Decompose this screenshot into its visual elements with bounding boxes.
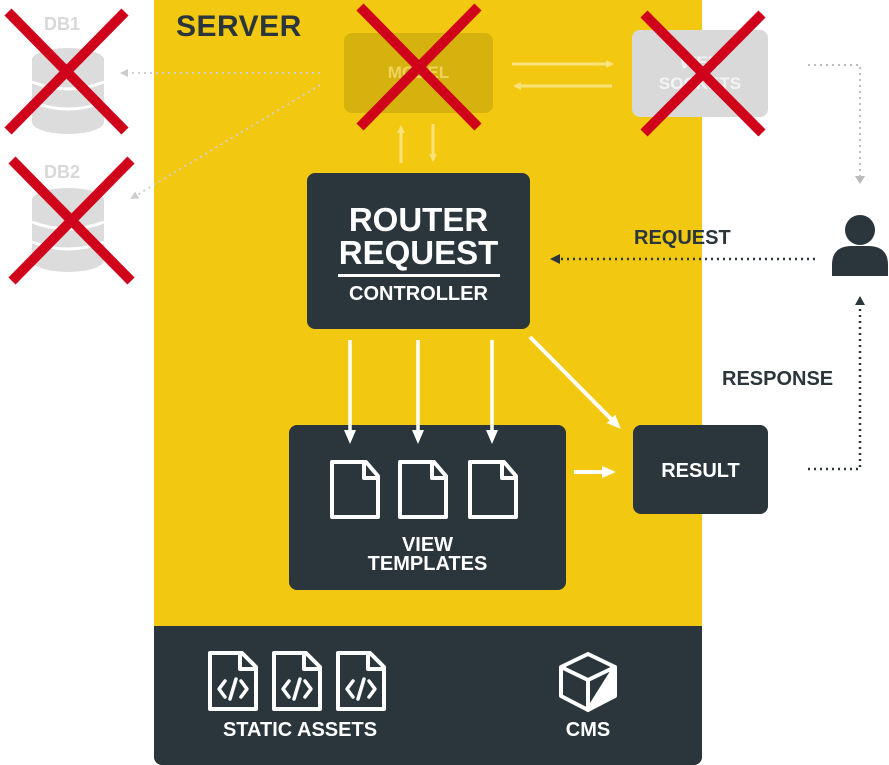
document-icon <box>330 460 380 519</box>
router-label: ROUTER <box>348 201 489 238</box>
response-edge-label: RESPONSE <box>722 368 834 390</box>
code-file-icon <box>336 651 386 711</box>
user-icon <box>832 215 888 276</box>
view-label: VIEW <box>401 534 454 556</box>
controller-to-result-arrow <box>528 335 621 429</box>
controller-to-views-arrows <box>344 340 498 444</box>
db2-label: DB2 <box>44 162 81 182</box>
code-file-icon <box>272 651 322 711</box>
result-label: RESULT <box>661 460 740 482</box>
document-icon <box>468 460 518 519</box>
cube-icon <box>559 652 617 712</box>
view-templates-box <box>289 425 566 590</box>
templates-label: TEMPLATES <box>367 553 488 575</box>
model-cross-icon <box>356 3 482 131</box>
server-title: SERVER <box>176 10 302 43</box>
websockets-cross-icon <box>640 10 766 137</box>
db1-label: DB1 <box>44 14 81 34</box>
request-edge-label: REQUEST <box>634 227 731 249</box>
model-to-db2-arrow <box>130 84 321 200</box>
request-label: REQUEST <box>338 234 499 271</box>
websockets-to-user-arrow <box>808 64 865 184</box>
response-arrow <box>808 296 865 471</box>
db1-cross-icon <box>4 8 129 135</box>
static-assets-label: STATIC ASSETS <box>222 719 378 741</box>
result-box: RESULT <box>633 425 768 514</box>
cms-label: CMS <box>565 719 611 741</box>
document-icon <box>398 460 448 519</box>
router-divider <box>337 274 500 277</box>
controller-label: CONTROLLER <box>349 283 488 305</box>
db2-cross-icon <box>8 156 135 285</box>
router-controller-box: ROUTER REQUEST CONTROLLER <box>307 173 530 329</box>
model-websockets-arrows <box>512 60 614 90</box>
code-file-icon <box>208 651 258 711</box>
controller-model-arrows <box>397 124 437 163</box>
